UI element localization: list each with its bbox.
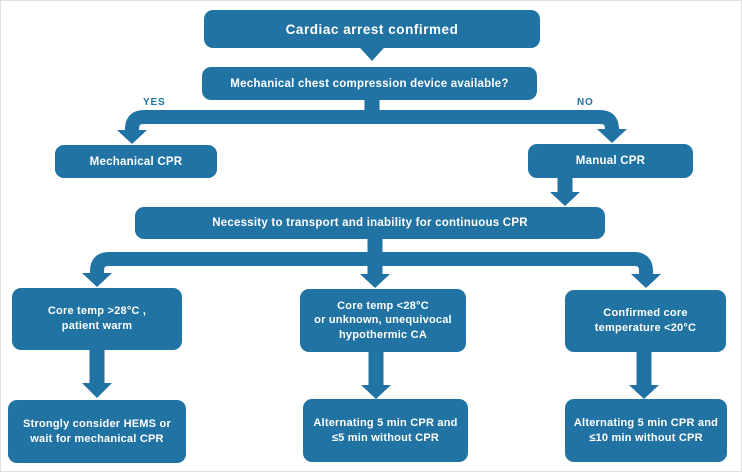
- node-label: Necessity to transport and inability for…: [212, 217, 528, 229]
- branch-label-yes: YES: [143, 97, 166, 108]
- node-manual-cpr: Manual CPR: [528, 144, 693, 178]
- branch-label-no: NO: [577, 97, 594, 108]
- node-cardiac-arrest-confirmed: Cardiac arrest confirmed: [204, 10, 540, 48]
- node-alternating-5min: Alternating 5 min CPR and ≤5 min without…: [303, 399, 468, 462]
- connector-question-split: [117, 96, 627, 144]
- bold-hems: HEMS: [123, 417, 157, 430]
- connector-warm-hems: [82, 347, 112, 398]
- node-label: Manual CPR: [575, 155, 646, 167]
- node-core-temp-coldest: Confirmed core temperature <20°C: [565, 290, 726, 352]
- bold-and: and: [342, 217, 364, 229]
- node-necessity-transport: Necessity to transport and inability for…: [135, 207, 605, 239]
- node-mechanical-cpr: Mechanical CPR: [55, 145, 217, 178]
- node-alternating-10min: Alternating 5 min CPR and ≤10 min withou…: [565, 399, 727, 462]
- node-label: Mechanical chest compression device avai…: [230, 77, 509, 90]
- node-label: Confirmed core temperature <20°C: [594, 307, 697, 334]
- connector-cold-alt5: [361, 350, 391, 399]
- connector-necessity-split: [82, 235, 661, 288]
- node-label: Core temp >28°C , patient warm: [47, 305, 147, 332]
- connector-coldest-alt10: [629, 350, 659, 399]
- node-core-temp-warm: Core temp >28°C , patient warm: [12, 288, 182, 350]
- node-label: Core temp <28°C or unknown, unequivocal …: [314, 299, 452, 341]
- node-core-temp-cold: Core temp <28°C or unknown, unequivocal …: [300, 289, 466, 352]
- node-label: Mechanical CPR: [89, 155, 183, 168]
- node-consider-hems: Strongly consider HEMS or wait for mecha…: [8, 400, 186, 463]
- node-label: Alternating 5 min CPR and ≤10 min withou…: [573, 416, 719, 444]
- connector-manual-necessity: [550, 176, 580, 206]
- node-label: Alternating 5 min CPR and ≤5 min without…: [313, 416, 458, 444]
- node-device-available-question: Mechanical chest compression device avai…: [202, 67, 537, 100]
- node-label: Cardiac arrest confirmed: [285, 21, 459, 37]
- node-label: Strongly consider HEMS or wait for mecha…: [23, 417, 171, 445]
